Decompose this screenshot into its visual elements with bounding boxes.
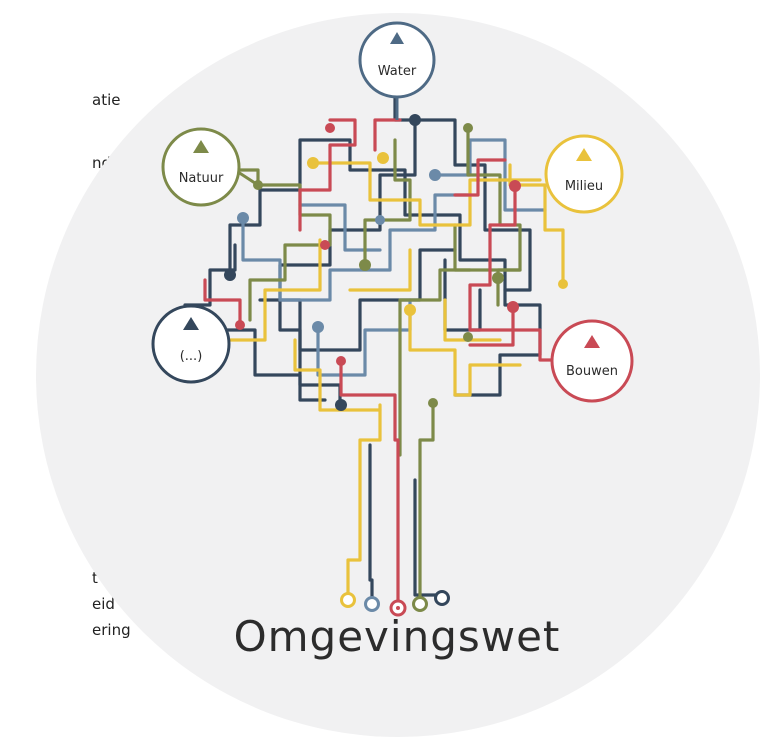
node-natuur-label: Natuur <box>179 171 224 186</box>
node-water-label: Water <box>378 64 417 79</box>
side-text-fragment-4: eid <box>92 595 115 613</box>
side-text-fragment-3: t <box>92 569 98 587</box>
root-terminals <box>340 590 450 617</box>
triangle-icon <box>183 317 199 330</box>
node-bouwen-label: Bouwen <box>566 364 618 379</box>
triangle-icon <box>584 335 600 348</box>
node-bouwen: Bouwen <box>550 319 634 403</box>
triangle-icon <box>576 148 592 161</box>
side-text-fragment-1: atie <box>92 91 121 109</box>
node-water: Water <box>358 21 436 120</box>
side-text-fragment-5: ering <box>92 621 131 639</box>
node-milieu-label: Milieu <box>565 179 603 194</box>
diagram-title: Omgevingswet <box>234 612 561 661</box>
node-milieu: Milieu <box>544 134 624 214</box>
node-other-label: (...) <box>180 349 203 364</box>
node-other: (...) <box>151 304 231 384</box>
triangle-icon <box>193 140 209 153</box>
triangle-icon <box>390 32 404 44</box>
circuit-branches <box>183 93 565 602</box>
node-natuur: Natuur <box>161 127 259 207</box>
junction-dots <box>224 114 568 411</box>
